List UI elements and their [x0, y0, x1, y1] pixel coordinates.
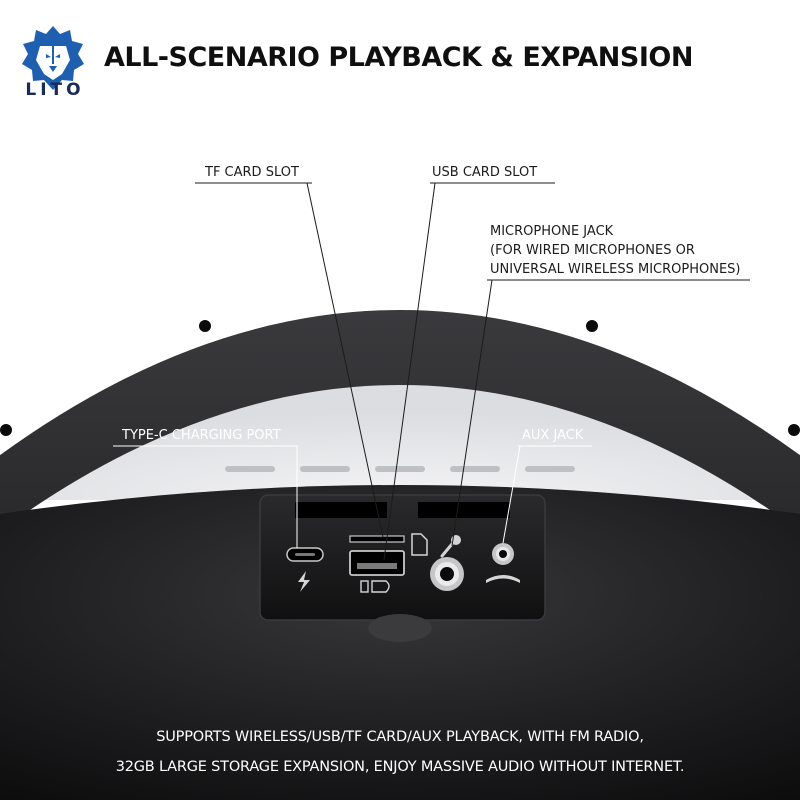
tf-card-slot-label: TF CARD SLOT	[205, 165, 299, 180]
top-buttons	[225, 466, 575, 472]
feature-caption-line2: 32GB LARGE STORAGE EXPANSION, ENJOY MASS…	[115, 759, 685, 775]
handle-screw	[0, 424, 12, 436]
lightning-icon	[298, 571, 310, 592]
type-c-port-label: TYPE-C CHARGING PORT	[122, 428, 281, 443]
microphone-jack-label-line1: MICROPHONE JACK	[490, 224, 614, 239]
handle-screw	[199, 320, 211, 332]
sd-card-icon	[411, 533, 428, 556]
tf-card-slot	[349, 535, 405, 543]
lion-logo-icon	[22, 26, 84, 90]
callout-lines	[195, 182, 750, 561]
brand-name: LITO	[25, 80, 85, 100]
microphone-jack-label-line2: (FOR WIRED MICROPHONES OR	[490, 243, 695, 258]
handle-screw	[586, 320, 598, 332]
callout-lines-light	[113, 445, 592, 548]
usb-icon	[360, 580, 390, 593]
microphone-jack-label: MICROPHONE JACK (FOR WIRED MICROPHONES O…	[490, 222, 741, 279]
handle-screw	[788, 424, 800, 436]
headphone-icon	[486, 575, 520, 583]
microphone-jack-label-line3: UNIVERSAL WIRELESS MICROPHONES)	[490, 262, 741, 277]
rubber-foot	[368, 614, 432, 642]
aux-jack-label: AUX JACK	[522, 428, 584, 443]
feature-caption-line1: SUPPORTS WIRELESS/USB/TF CARD/AUX PLAYBA…	[156, 729, 644, 745]
feature-caption: SUPPORTS WIRELESS/USB/TF CARD/AUX PLAYBA…	[0, 722, 800, 782]
speaker-body	[0, 485, 800, 800]
page-title: ALL-SCENARIO PLAYBACK & EXPANSION	[104, 42, 693, 73]
usb-card-slot-label: USB CARD SLOT	[432, 165, 538, 180]
